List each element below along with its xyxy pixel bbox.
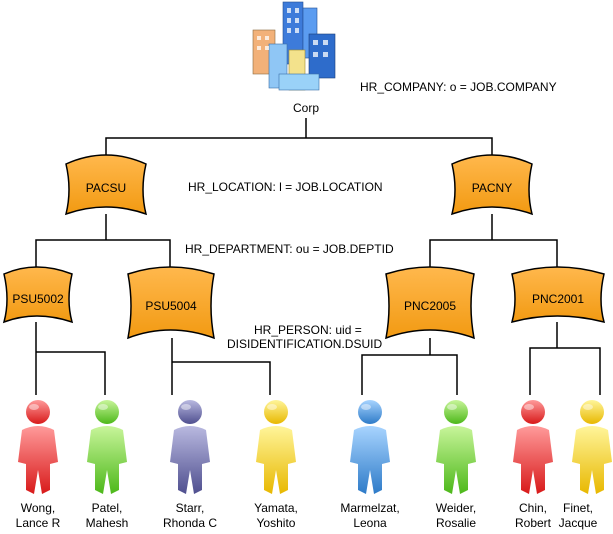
person-name-line2: Rosalie	[435, 516, 477, 530]
person-name-line2: Lance R	[15, 516, 61, 530]
department-label-pnc2001: PNC2001	[531, 292, 585, 306]
person-mapping-line2: DISIDENTIFICATION.DSUID	[227, 337, 383, 351]
person-name-line2: Yoshito	[256, 516, 296, 530]
department-label-psu5004: PSU5004	[145, 299, 197, 313]
department-node-psu5004	[127, 266, 215, 340]
buildings-icon	[252, 1, 336, 91]
department-label-pnc2005: PNC2005	[403, 299, 457, 313]
person-name-line1: Finet,	[562, 501, 593, 515]
person-icon	[513, 400, 553, 494]
person-icon	[572, 400, 612, 494]
location-label-pacsu: PACSU	[85, 181, 127, 195]
person-mapping-line1: HR_PERSON: uid =	[254, 323, 362, 337]
pacsu-connector	[35, 214, 171, 268]
person-icon	[436, 400, 476, 494]
person-icon	[350, 400, 390, 494]
person-name-line1: Patel,	[91, 501, 123, 515]
person-name-line2: Leona	[353, 516, 387, 530]
person-icon	[170, 400, 210, 494]
person-name-line2: Robert	[514, 516, 552, 530]
department-node-pnc2001	[510, 266, 606, 324]
department-node-pnc2005	[385, 266, 475, 340]
person-name-line1: Wong,	[20, 501, 56, 515]
location-mapping: HR_LOCATION: l = JOB.LOCATION	[188, 180, 383, 194]
person-icon	[18, 400, 58, 494]
psu5002-connector	[35, 322, 106, 395]
person-icon	[256, 400, 296, 494]
person-name-line1: Yamata,	[254, 501, 298, 515]
location-node-pacny	[450, 154, 534, 216]
person-name-line1: Marmelzat,	[340, 501, 400, 515]
company-mapping: HR_COMPANY: o = JOB.COMPANY	[360, 80, 557, 94]
person-name-line2: Jacque	[558, 516, 598, 530]
department-mapping: HR_DEPARTMENT: ou = JOB.DEPTID	[185, 242, 394, 256]
person-icon	[87, 400, 127, 494]
department-label-psu5002: PSU5002	[12, 292, 64, 306]
root-label: Corp	[292, 101, 319, 115]
pnc2001-connector	[529, 322, 601, 395]
person-name-line1: Starr,	[175, 501, 205, 515]
root-connector	[105, 118, 493, 158]
people-layer	[18, 400, 612, 494]
person-name-line1: Weider,	[435, 501, 477, 515]
connectors	[35, 118, 601, 395]
location-node-pacsu	[64, 154, 148, 216]
psu5004-connector	[171, 338, 271, 395]
pacny-connector	[429, 214, 558, 268]
person-name-line2: Rhonda C	[162, 516, 218, 530]
pnc2005-connector	[361, 338, 458, 395]
person-name-line1: Chin,	[518, 501, 547, 515]
location-label-pacny: PACNY	[471, 181, 513, 195]
department-node-psu5002	[2, 266, 74, 324]
person-name-line2: Mahesh	[85, 516, 129, 530]
